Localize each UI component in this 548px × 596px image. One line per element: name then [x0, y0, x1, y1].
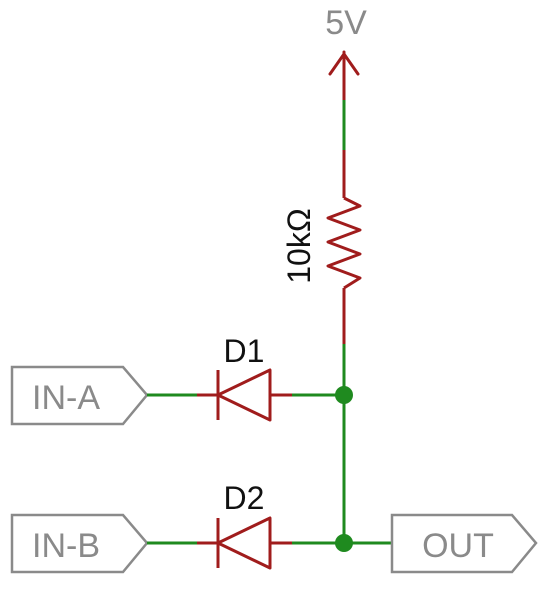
diode-d2: [197, 516, 292, 570]
input-a-label: IN-A: [32, 379, 100, 417]
input-a-port: IN-A: [10, 365, 149, 426]
output-port: OUT: [390, 513, 538, 574]
resistor: [326, 150, 362, 344]
diode-d1: [197, 368, 292, 422]
supply-label: 5V: [325, 4, 367, 42]
supply-arrow-icon: [328, 50, 360, 102]
junction-dot-bottom: [335, 534, 353, 552]
junction-dot-top: [335, 386, 353, 404]
diode-d2-label: D2: [224, 480, 265, 516]
output-label: OUT: [422, 527, 494, 565]
resistor-label: 10kΩ: [281, 208, 317, 284]
diode-d1-label: D1: [224, 333, 265, 369]
input-b-label: IN-B: [32, 527, 100, 565]
input-b-port: IN-B: [10, 513, 149, 574]
